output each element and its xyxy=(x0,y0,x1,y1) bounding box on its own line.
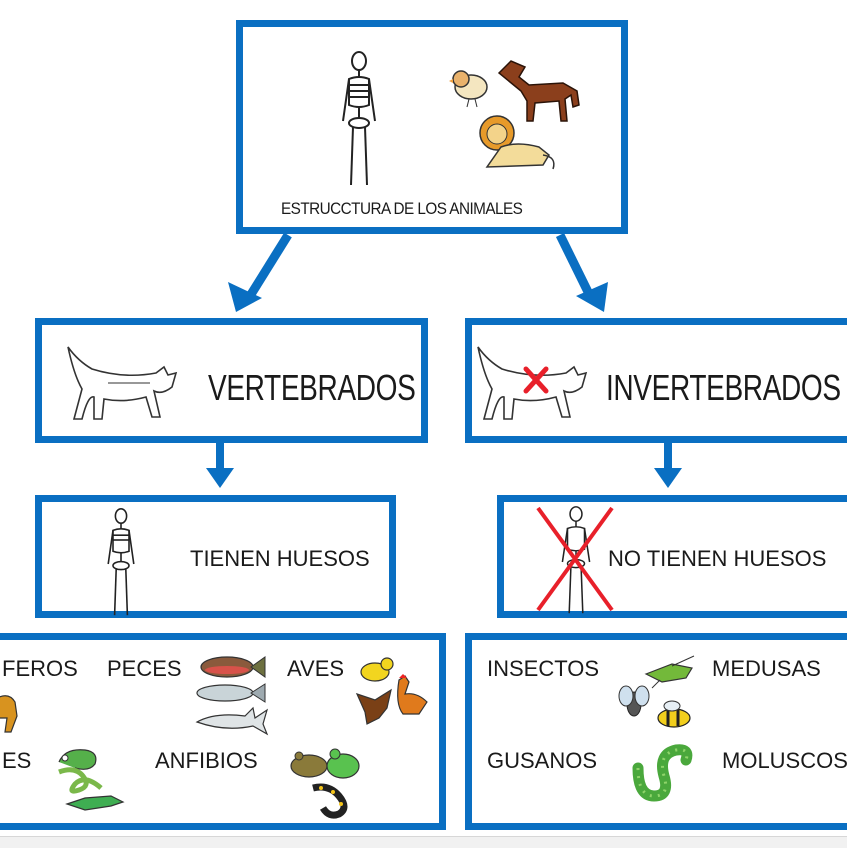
bee-icon xyxy=(657,700,691,728)
fish-icon xyxy=(200,656,266,678)
group-medusas-label: MEDUSAS xyxy=(712,656,821,681)
frog-icon xyxy=(326,748,360,779)
no-tienen-huesos-node: NO TIENEN HUESOS xyxy=(497,495,847,618)
root-title: ESTRUCCTURA DE LOS ANIMALES xyxy=(281,199,523,218)
vertebrate-groups-node: FEROS PECES AVES ES ANFIBIOS xyxy=(0,633,446,830)
fly-icon xyxy=(618,685,650,717)
worm-icon xyxy=(632,744,693,802)
group-anfibios-label: ANFIBIOS xyxy=(155,748,258,773)
no-tienen-huesos-label: NO TIENEN HUESOS xyxy=(608,546,827,571)
group-mamiferos-label: FEROS xyxy=(2,656,78,681)
window-bottom-edge xyxy=(0,836,847,848)
horse-icon xyxy=(497,60,580,122)
dog-icon xyxy=(0,695,18,733)
group-moluscos-label: MOLUSCOS xyxy=(722,748,847,773)
canary-icon xyxy=(360,657,394,682)
snake-icon xyxy=(58,767,103,794)
fish-icon xyxy=(196,683,266,703)
vertebrados-title: VERTEBRADOS xyxy=(208,367,416,408)
invertebrados-node: INVERTEBRADOS xyxy=(465,318,847,443)
invertebrados-title: INVERTEBRADOS xyxy=(606,367,841,408)
rooster-icon xyxy=(397,674,428,715)
chameleon-icon xyxy=(58,749,97,770)
bird-icon xyxy=(449,70,488,108)
group-gusanos-label: GUSANOS xyxy=(487,748,598,773)
skeleton-crossed-icon xyxy=(536,506,614,614)
skeleton-icon xyxy=(342,51,376,186)
crocodile-icon xyxy=(65,795,125,811)
grasshopper-icon xyxy=(644,655,695,689)
cat-icon xyxy=(67,346,178,420)
eagle-icon xyxy=(355,688,392,725)
cat-icon xyxy=(477,346,588,420)
vertebrados-node: VERTEBRADOS xyxy=(35,318,428,443)
group-reptiles-label: ES xyxy=(2,748,32,773)
group-insectos-label: INSECTOS xyxy=(487,656,600,681)
shark-icon xyxy=(195,706,269,736)
tienen-huesos-label: TIENEN HUESOS xyxy=(190,546,370,571)
group-peces-label: PECES xyxy=(107,656,182,681)
invertebrate-groups-node: INSECTOS MEDUSAS GUSANOS MOLUSCOS xyxy=(465,633,847,830)
skeleton-icon xyxy=(107,508,135,616)
tienen-huesos-node: TIENEN HUESOS xyxy=(35,495,396,618)
salamander-icon xyxy=(312,783,348,819)
root-node: ESTRUCCTURA DE LOS ANIMALES xyxy=(236,20,628,234)
group-aves-label: AVES xyxy=(287,656,345,681)
lion-icon xyxy=(479,115,555,170)
